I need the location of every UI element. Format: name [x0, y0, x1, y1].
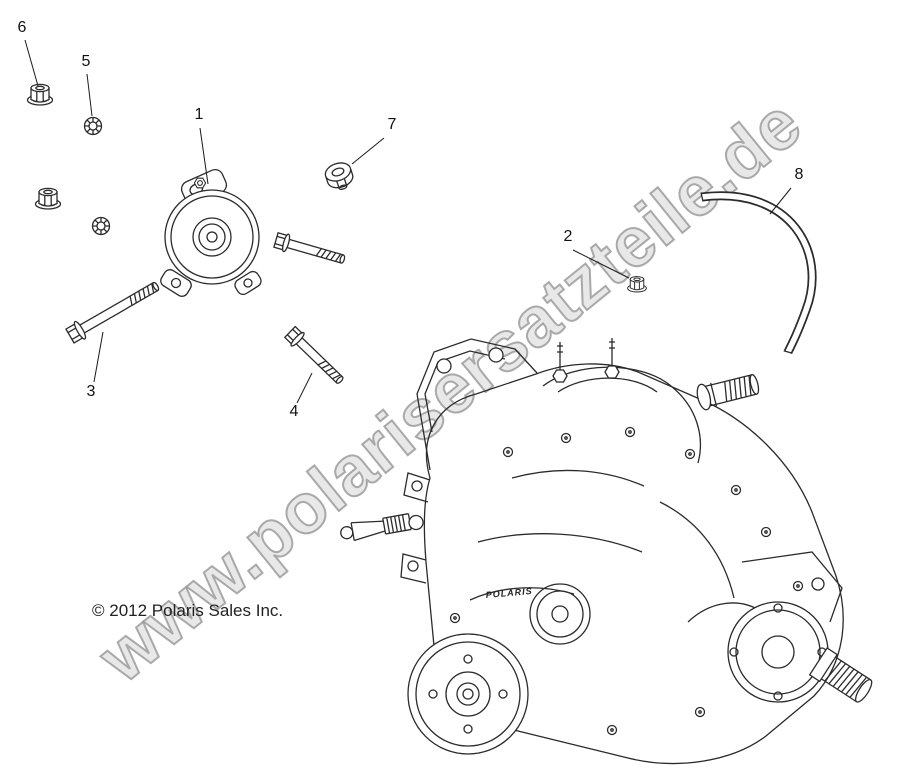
- part-5-push-nut: [83, 116, 103, 136]
- bolt-middle: [272, 230, 348, 269]
- case-bolts: [449, 426, 804, 736]
- callout-8: 8: [794, 166, 804, 183]
- output-shaft: [808, 647, 873, 703]
- part-3-bolt: [64, 276, 164, 346]
- callout-leader-lines: [24, 39, 792, 404]
- part-2-nut: [627, 276, 647, 293]
- callout-1: 1: [194, 106, 204, 123]
- case-brand-label: POLARIS: [485, 586, 533, 600]
- push-nut-duplicate: [91, 216, 111, 236]
- part-6-flange-nut: [26, 83, 54, 106]
- rear-cover: [727, 601, 829, 703]
- callout-4: 4: [289, 403, 299, 420]
- copyright-text: © 2012 Polaris Sales Inc.: [92, 601, 284, 620]
- part-4-bolt: [283, 324, 348, 389]
- callout-3: 3: [86, 383, 96, 400]
- callout-5: 5: [81, 53, 91, 70]
- callout-7: 7: [387, 116, 397, 133]
- input-shaft: [696, 374, 760, 411]
- shift-actuator: [340, 513, 424, 542]
- callout-2: 2: [563, 228, 573, 245]
- callout-6: 6: [17, 19, 27, 36]
- flange-nut-duplicate: [34, 187, 62, 210]
- part-7-flange-screw: [324, 162, 354, 190]
- part-1-mount: [160, 169, 262, 297]
- gearbox-assembly: POLARIS: [340, 338, 873, 765]
- front-pulley: [407, 633, 529, 755]
- part-8-hose: [700, 191, 817, 355]
